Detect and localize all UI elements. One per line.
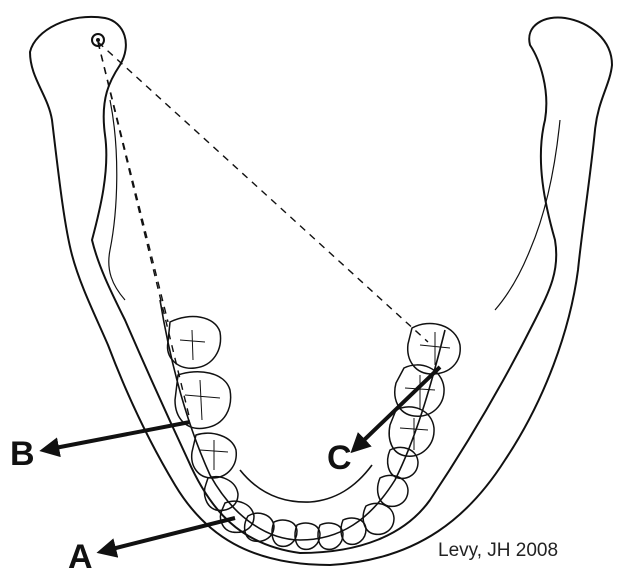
- tooth-incisor-2: [295, 523, 320, 549]
- label-c: C: [327, 441, 352, 475]
- line-condyle-to-c: [98, 42, 428, 342]
- inner-border: [160, 300, 445, 540]
- tooth-incisor-4: [341, 518, 366, 544]
- arrow-b: [55, 422, 190, 448]
- tooth-canine-right: [363, 503, 394, 534]
- arrow-c: [362, 367, 440, 442]
- label-b: B: [10, 437, 35, 471]
- condyle-point-inner: [96, 38, 100, 42]
- author-credit: Levy, JH 2008: [438, 541, 558, 560]
- ramus-left-line: [109, 100, 125, 300]
- tooth-incisor-1: [272, 520, 297, 546]
- reference-lines: [98, 42, 428, 420]
- label-a: A: [68, 540, 93, 574]
- inner-arch: [240, 465, 372, 502]
- ramus-right-line: [495, 120, 560, 310]
- mandible-outline: [30, 17, 612, 565]
- tooth-right-premolar-1: [378, 475, 408, 506]
